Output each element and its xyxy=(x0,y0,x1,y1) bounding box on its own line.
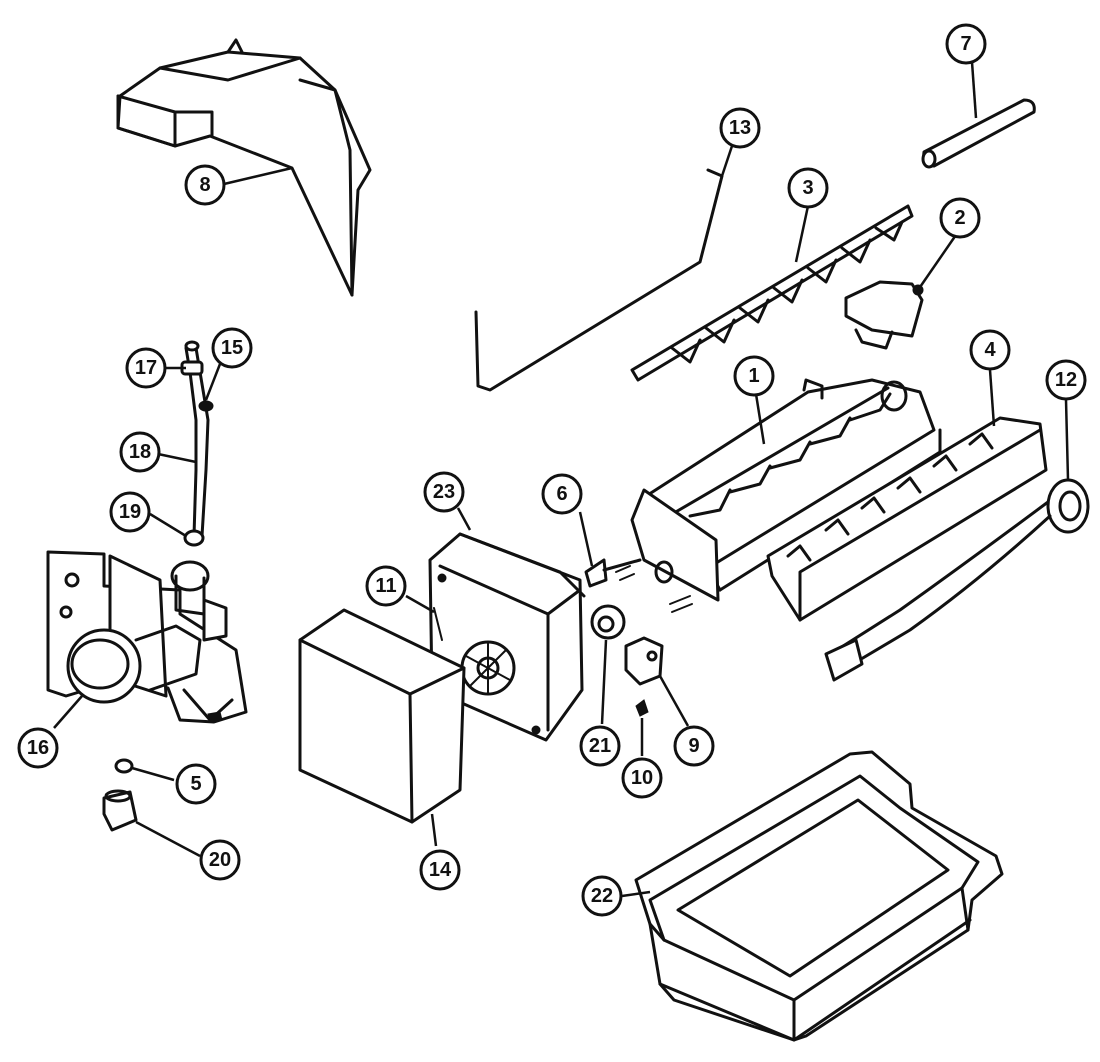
part-screw xyxy=(635,699,649,717)
svg-text:20: 20 xyxy=(209,849,231,871)
leader-12 xyxy=(1064,399,1070,481)
callout-13: 13 xyxy=(719,107,761,149)
part-clamp xyxy=(198,400,214,412)
leader-7 xyxy=(970,61,978,119)
leader-14 xyxy=(430,813,438,847)
part-switch xyxy=(624,636,664,686)
leader-19 xyxy=(149,512,187,538)
svg-text:16: 16 xyxy=(27,737,49,759)
svg-text:18: 18 xyxy=(129,441,151,463)
svg-text:1: 1 xyxy=(748,365,759,387)
callout-3: 3 xyxy=(787,167,829,209)
svg-text:9: 9 xyxy=(688,735,699,757)
leader-4 xyxy=(988,369,996,427)
part-water-valve xyxy=(46,550,248,724)
part-switch-mount xyxy=(584,558,642,588)
svg-text:8: 8 xyxy=(199,174,210,196)
callout-1: 1 xyxy=(733,355,775,397)
callout-23: 23 xyxy=(423,471,465,513)
callout-20: 20 xyxy=(199,839,241,881)
leader-15 xyxy=(204,363,222,401)
callout-2: 2 xyxy=(939,197,981,239)
svg-text:12: 12 xyxy=(1055,369,1077,391)
callout-10: 10 xyxy=(621,757,663,799)
leader-2 xyxy=(916,231,960,291)
callout-4: 4 xyxy=(969,329,1011,371)
leader-18 xyxy=(157,452,197,464)
callout-5: 5 xyxy=(175,763,217,805)
part-ferrule xyxy=(183,529,205,547)
callout-9: 9 xyxy=(673,725,715,767)
part-ice-bin xyxy=(634,750,1004,1042)
svg-text:6: 6 xyxy=(556,483,567,505)
leader-3 xyxy=(794,205,810,263)
leader-5 xyxy=(131,766,175,782)
part-tube xyxy=(921,98,1036,169)
svg-text:21: 21 xyxy=(589,735,611,757)
callout-14: 14 xyxy=(419,849,461,891)
callout-11: 11 xyxy=(365,565,407,607)
leader-16 xyxy=(53,695,83,729)
leader-21 xyxy=(600,639,608,725)
svg-text:14: 14 xyxy=(429,859,452,881)
svg-text:4: 4 xyxy=(984,339,996,361)
svg-text:10: 10 xyxy=(631,767,653,789)
part-heater-housing xyxy=(766,416,1048,622)
leader-8 xyxy=(223,166,293,186)
svg-text:5: 5 xyxy=(190,773,201,795)
leader-23 xyxy=(456,507,472,531)
leader-1 xyxy=(754,393,766,445)
svg-text:13: 13 xyxy=(729,117,751,139)
leader-9 xyxy=(658,675,690,727)
svg-text:11: 11 xyxy=(375,575,396,597)
part-washer xyxy=(114,758,134,774)
part-control-head xyxy=(428,532,586,742)
svg-text:2: 2 xyxy=(954,207,965,229)
svg-text:22: 22 xyxy=(591,885,613,907)
part-cover xyxy=(298,608,466,824)
part-screw-11 xyxy=(433,607,443,641)
callout-19: 19 xyxy=(109,491,151,533)
part-wiring-harness xyxy=(824,478,1090,682)
part-fill-chute xyxy=(116,38,372,297)
callout-7: 7 xyxy=(945,23,987,65)
leader-11 xyxy=(405,594,435,614)
svg-text:7: 7 xyxy=(960,33,971,55)
callout-8: 8 xyxy=(184,164,226,206)
part-nut xyxy=(102,789,138,832)
callout-22: 22 xyxy=(581,875,623,917)
part-gear xyxy=(590,595,693,640)
leader-20 xyxy=(135,820,201,858)
callout-16: 16 xyxy=(17,727,59,769)
svg-text:19: 19 xyxy=(119,501,141,523)
callout-15: 15 xyxy=(211,327,253,369)
leader-lines xyxy=(53,61,1070,898)
svg-text:3: 3 xyxy=(802,177,813,199)
callout-6: 6 xyxy=(541,473,583,515)
part-ejector xyxy=(630,204,914,382)
callout-17: 17 xyxy=(125,347,167,389)
leader-22 xyxy=(621,890,651,898)
svg-text:15: 15 xyxy=(221,337,243,359)
callout-12: 12 xyxy=(1045,359,1087,401)
part-thermostat-bracket xyxy=(844,280,924,350)
leader-6 xyxy=(578,511,594,567)
part-shutoff-arm xyxy=(474,168,724,392)
svg-text:17: 17 xyxy=(135,357,157,379)
callout-18: 18 xyxy=(119,431,161,473)
svg-text:23: 23 xyxy=(433,481,455,503)
callout-21: 21 xyxy=(579,725,621,767)
